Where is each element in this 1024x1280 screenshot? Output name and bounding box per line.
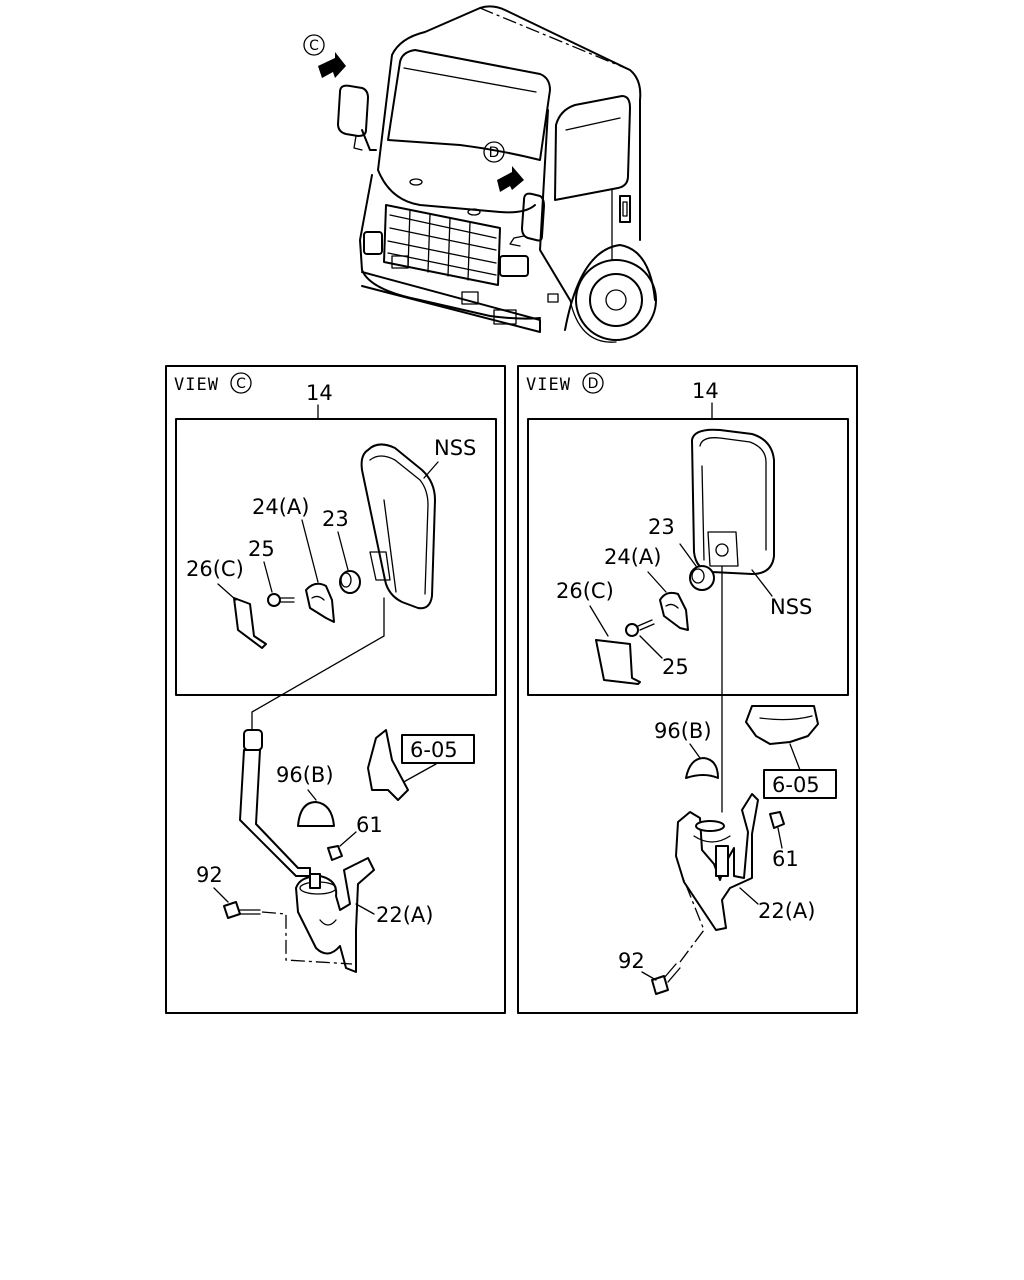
view-d-arrow-icon: [497, 166, 524, 192]
view-d-bracket-top: [695, 820, 725, 832]
view-d-mirror-box: [527, 418, 849, 696]
view-c-label-92: 92: [196, 863, 223, 887]
view-d-marker-letter: D: [489, 145, 500, 161]
view-d-label-25: 25: [662, 655, 689, 679]
view-c-label-24a: 24(A): [252, 495, 309, 519]
view-c-label-22a: 22(A): [376, 903, 433, 927]
view-c-part-25: [267, 593, 281, 607]
view-d-part-25: [625, 623, 639, 637]
view-c-label-23: 23: [322, 507, 349, 531]
view-c-marker: [303, 34, 325, 56]
view-d-label-96b: 96(B): [654, 719, 712, 743]
view-d-label-26c: 26(C): [556, 579, 614, 603]
view-d-panel: VIEW D 14 NSS 23 24(A) 26(C) 25: [517, 365, 858, 1014]
view-d-part-96b: [685, 757, 719, 779]
view-d-bracket-post: [715, 845, 729, 877]
view-c-panel: VIEW C 14 NSS 24(A) 23 25 26(C): [165, 365, 506, 1014]
view-c-title: VIEW: [174, 375, 219, 395]
view-c-bracket-post: [309, 873, 321, 889]
view-c-mirror-head: [360, 443, 436, 610]
view-d-label-23: 23: [648, 515, 675, 539]
view-c-label-61: 61: [356, 813, 383, 837]
view-d-body-fragment: [745, 705, 819, 745]
view-c-label-96b: 96(B): [276, 763, 334, 787]
view-c-arrow-icon: [318, 52, 346, 78]
view-d-part-23: [689, 565, 715, 591]
view-c-rod-end: [243, 729, 263, 751]
view-c-label-25: 25: [248, 537, 275, 561]
view-d-label-24a: 24(A): [604, 545, 661, 569]
view-c-body-fragment: [367, 729, 409, 801]
view-c-label-14: 14: [306, 381, 333, 405]
view-c-label-nss: NSS: [434, 436, 476, 460]
view-c-marker-letter: C: [309, 38, 319, 54]
view-d-label-14: 14: [692, 379, 719, 403]
view-c-part-61: [327, 845, 343, 861]
view-c-ref-605: 6-05: [410, 738, 458, 762]
view-c-mirror-box: [175, 418, 497, 696]
view-d-border: [517, 365, 858, 1014]
view-c-part-26c: [233, 597, 267, 649]
view-d-ref-605: 6-05: [772, 773, 820, 797]
view-d-label-92: 92: [618, 949, 645, 973]
view-d-label-61: 61: [772, 847, 799, 871]
truck-cab-illustration: C D: [303, 5, 657, 343]
view-c-part-24a: [305, 582, 335, 623]
view-d-part-61: [769, 811, 785, 829]
view-d-marker: [483, 141, 505, 163]
view-c-ref-box: [401, 734, 475, 764]
view-d-label-22a: 22(A): [758, 899, 815, 923]
view-c-part-96b: [297, 801, 335, 827]
view-c-border: [165, 365, 506, 1014]
view-d-part-24a: [659, 591, 689, 631]
view-d-title-letter: D: [588, 376, 599, 392]
view-c-title-letter: C: [236, 376, 246, 392]
view-c-label-26c: 26(C): [186, 557, 244, 581]
view-c-part-92: [223, 901, 241, 919]
view-d-title-circle: [582, 372, 604, 394]
view-c-title-circle: [230, 372, 252, 394]
view-d-part-26c: [595, 639, 641, 685]
view-d-title: VIEW: [526, 375, 571, 395]
view-d-label-nss: NSS: [770, 595, 812, 619]
view-c-rod: [239, 749, 311, 877]
